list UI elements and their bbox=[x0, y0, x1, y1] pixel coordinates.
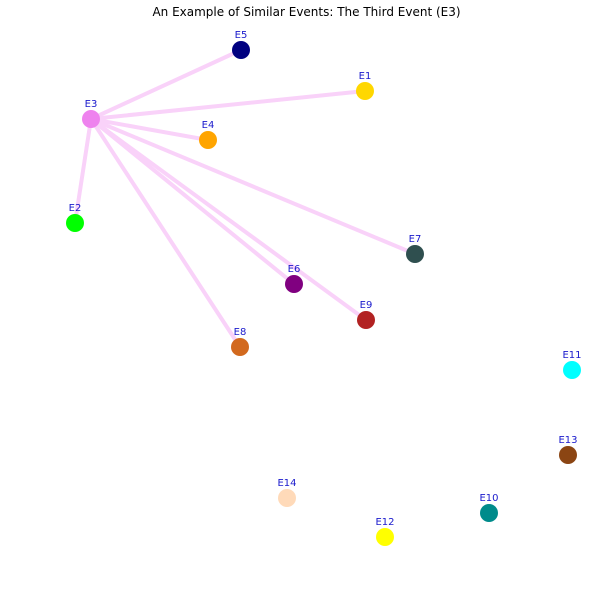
node-label-e7: E7 bbox=[409, 234, 422, 245]
node-e12[interactable]: E12 bbox=[375, 517, 395, 546]
node-e6[interactable]: E6 bbox=[285, 264, 303, 293]
node-label-e6: E6 bbox=[288, 264, 301, 275]
node-circle-e2[interactable] bbox=[66, 214, 84, 232]
edge-e3-e1 bbox=[89, 89, 367, 121]
node-label-e1: E1 bbox=[359, 71, 372, 82]
node-circle-e7[interactable] bbox=[406, 245, 424, 263]
node-circle-e4[interactable] bbox=[199, 131, 217, 149]
node-label-e4: E4 bbox=[202, 120, 215, 131]
node-label-e14: E14 bbox=[277, 478, 296, 489]
node-circle-e12[interactable] bbox=[376, 528, 394, 546]
node-label-e12: E12 bbox=[375, 517, 394, 528]
node-e11[interactable]: E11 bbox=[562, 350, 582, 379]
node-label-e10: E10 bbox=[479, 493, 498, 504]
node-e8[interactable]: E8 bbox=[231, 327, 249, 356]
node-e9[interactable]: E9 bbox=[357, 300, 375, 329]
node-circle-e14[interactable] bbox=[278, 489, 296, 507]
node-e2[interactable]: E2 bbox=[66, 203, 84, 232]
edge-e3-e9 bbox=[89, 117, 368, 322]
node-circle-e5[interactable] bbox=[232, 41, 250, 59]
edge-e3-e2 bbox=[73, 117, 93, 225]
node-circle-e1[interactable] bbox=[356, 82, 374, 100]
node-label-e5: E5 bbox=[235, 30, 248, 41]
node-label-e2: E2 bbox=[69, 203, 82, 214]
node-label-e3: E3 bbox=[85, 99, 98, 110]
node-label-e9: E9 bbox=[360, 300, 373, 311]
node-e5[interactable]: E5 bbox=[232, 30, 250, 59]
node-circle-e6[interactable] bbox=[285, 275, 303, 293]
node-e1[interactable]: E1 bbox=[356, 71, 374, 100]
node-circle-e13[interactable] bbox=[559, 446, 577, 464]
node-label-e11: E11 bbox=[562, 350, 581, 361]
node-e3[interactable]: E3 bbox=[82, 99, 100, 128]
diagram-title: An Example of Similar Events: The Third … bbox=[152, 5, 461, 19]
node-label-e8: E8 bbox=[234, 327, 247, 338]
edge-e3-e6 bbox=[89, 117, 296, 286]
node-circle-e8[interactable] bbox=[231, 338, 249, 356]
edge-layer bbox=[73, 48, 417, 349]
node-e13[interactable]: E13 bbox=[558, 435, 578, 464]
edge-e3-e8 bbox=[89, 117, 242, 349]
node-circle-e9[interactable] bbox=[357, 311, 375, 329]
node-e4[interactable]: E4 bbox=[199, 120, 217, 149]
node-circle-e3[interactable] bbox=[82, 110, 100, 128]
edge-e3-e7 bbox=[89, 117, 417, 256]
node-circle-e11[interactable] bbox=[563, 361, 581, 379]
edge-e3-e5 bbox=[89, 48, 243, 121]
node-e7[interactable]: E7 bbox=[406, 234, 424, 263]
node-e14[interactable]: E14 bbox=[277, 478, 297, 507]
node-label-e13: E13 bbox=[558, 435, 577, 446]
edge-e3-e4 bbox=[89, 117, 210, 142]
node-e10[interactable]: E10 bbox=[479, 493, 499, 522]
node-circle-e10[interactable] bbox=[480, 504, 498, 522]
